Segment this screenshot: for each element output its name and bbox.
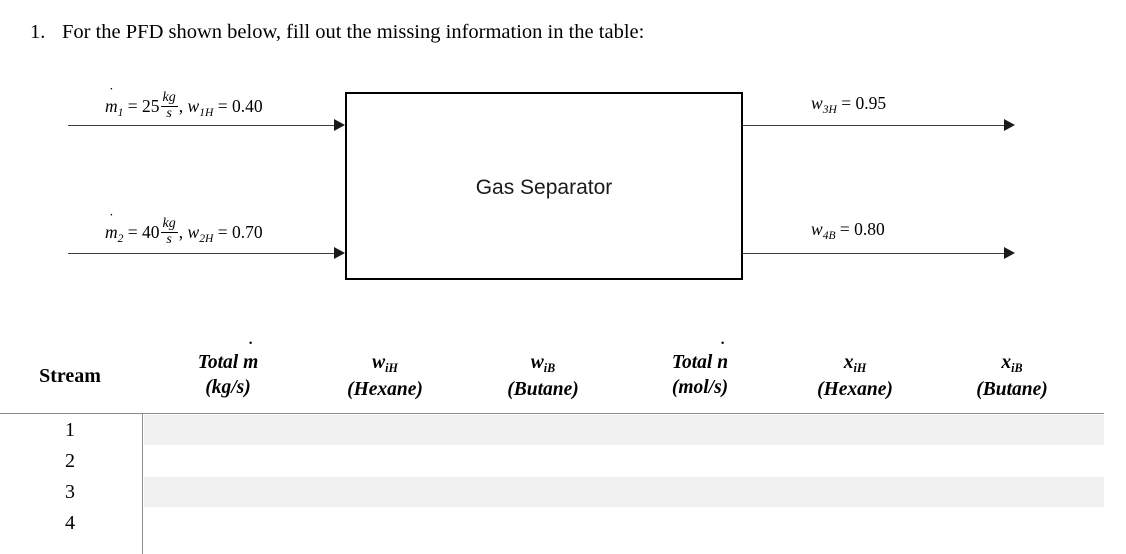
column-header-stream: Stream (39, 365, 101, 387)
stream-3-wfrac-value: 0.95 (855, 93, 887, 113)
stream-4-line (743, 253, 1005, 254)
column-header-w-ib: wiB (Butane) (507, 352, 579, 400)
stream-column-divider (142, 414, 143, 554)
table-header-row: Stream Total ˙m (kg/s) wiH (Hexane) wiB … (0, 337, 1126, 413)
row-number-2: 2 (65, 450, 75, 472)
table-row[interactable] (144, 446, 1104, 476)
stream-1-wfrac-subscript: 1H (199, 106, 214, 119)
stream-3-wfrac-subscript: 3H (822, 103, 837, 116)
total-ndot-symbol: ˙n (717, 337, 729, 373)
stream-3-label: w3H = 0.95 (811, 93, 887, 116)
stream-1-mdot-subscript: 1 (117, 106, 124, 119)
stream-data-table: Stream Total ˙m (kg/s) wiH (Hexane) wiB … (0, 337, 1126, 554)
stream-2-mass-value: 40 (142, 222, 160, 243)
stream-4-wfrac-value: 0.80 (854, 219, 885, 239)
stream-4-wfrac-subscript: 4B (822, 229, 836, 242)
column-header-w-ih: wiH (Hexane) (347, 352, 423, 400)
stream-3-line (743, 125, 1005, 126)
total-mdot-symbol: ˙m (243, 337, 259, 373)
table-row[interactable] (144, 415, 1104, 445)
question-prompt: 1. For the PFD shown below, fill out the … (30, 18, 1090, 46)
stream-4-label: w4B = 0.80 (811, 219, 885, 242)
question-number: 1. (30, 21, 46, 43)
row-number-3: 3 (65, 481, 75, 503)
stream-2-wfrac-value: 0.70 (231, 222, 263, 243)
question-text: For the PFD shown below, fill out the mi… (62, 21, 645, 43)
stream-2-arrowhead (334, 247, 345, 259)
column-header-total-mdot: Total ˙m (kg/s) (197, 337, 259, 398)
stream-4-wfrac-symbol: w (811, 219, 823, 239)
stream-1-wfrac-value: 0.40 (231, 96, 263, 117)
stream-2-separator: , (178, 222, 188, 243)
stream-1-mass-value: 25 (142, 96, 160, 117)
table-row[interactable] (144, 477, 1104, 507)
stream-2-mdot-symbol: ˙m (105, 211, 118, 243)
stream-1-line (68, 125, 335, 126)
column-header-x-ib: xiB (Butane) (976, 352, 1048, 400)
gas-separator-label: Gas Separator (475, 176, 613, 199)
stream-3-arrowhead (1004, 119, 1015, 131)
stream-2-wfrac-symbol: w (187, 222, 200, 243)
stream-4-arrowhead (1004, 247, 1015, 259)
stream-2-wfrac-subscript: 2H (199, 232, 214, 245)
row-number-4: 4 (65, 512, 75, 534)
stream-2-line (68, 253, 335, 254)
stream-1-separator: , (178, 96, 188, 117)
stream-1-mdot-symbol: ˙m (105, 85, 118, 117)
header-divider-line (0, 413, 1104, 414)
column-header-total-ndot: Total ˙n (mol/s) (671, 337, 729, 398)
stream-2-mdot-subscript: 2 (117, 232, 124, 245)
gas-separator-box: Gas Separator (345, 92, 743, 280)
table-row[interactable] (144, 508, 1104, 538)
row-number-1: 1 (65, 419, 75, 441)
column-header-x-ih: xiH (Hexane) (817, 352, 893, 400)
stream-3-wfrac-symbol: w (811, 93, 823, 113)
stream-1-arrowhead (334, 119, 345, 131)
stream-1-wfrac-symbol: w (187, 96, 200, 117)
